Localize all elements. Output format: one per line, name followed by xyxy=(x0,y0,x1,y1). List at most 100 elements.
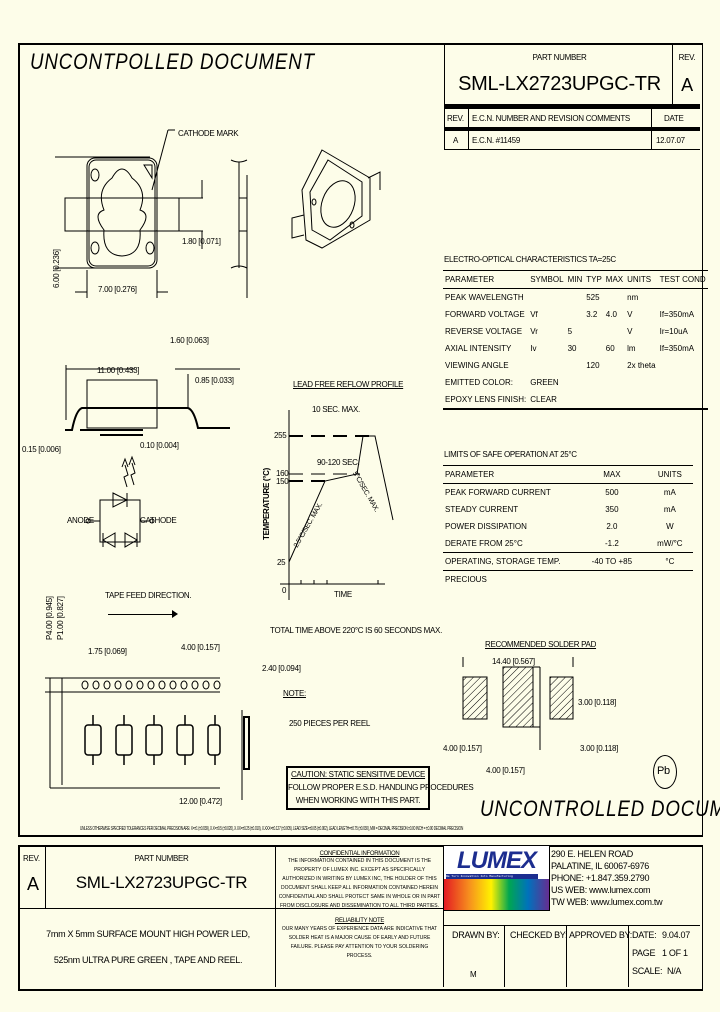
part-number-box: PART NUMBER SML-LX2723UPGC-TR xyxy=(444,43,673,105)
anode-label: ANODE xyxy=(67,516,94,525)
title-block xyxy=(18,845,703,991)
lumex-tagline: We Turn Innovation Into Manufacturing xyxy=(446,874,538,879)
cell: 5 xyxy=(567,327,573,336)
part-number: SML-LX2723UPGC-TR xyxy=(458,73,661,95)
tape-feed-label: TAPE FEED DIRECTION. xyxy=(105,591,192,600)
rev-col-header: REV. xyxy=(444,108,469,128)
address-line1: 290 E. HELEN ROAD xyxy=(551,849,633,859)
cell: Iv xyxy=(530,344,537,353)
cell: GREEN xyxy=(530,378,559,387)
cell: lm xyxy=(627,344,636,353)
cell xyxy=(604,323,625,340)
cell: PEAK FORWARD CURRENT xyxy=(445,488,551,497)
cell: Ir=10uA xyxy=(659,327,688,336)
cell: -1.2 xyxy=(604,539,619,548)
lumex-wordmark: LUMEX xyxy=(457,847,537,874)
y-tick-160: 160 xyxy=(276,469,289,478)
us-web-link[interactable]: US WEB: www.lumex.com xyxy=(551,885,651,895)
tape-p4: P4.00 [0.945] xyxy=(45,596,54,640)
cell: 525 xyxy=(586,293,600,302)
solder-pad-height: 3.00 [0.118] xyxy=(578,698,617,707)
cell: If=350mA xyxy=(659,310,695,319)
cell: DERATE FROM 25°C xyxy=(445,539,523,548)
eo-header: PARAMETER xyxy=(443,270,529,289)
pb-symbol: Pb xyxy=(657,765,670,777)
tw-web-link[interactable]: TW WEB: www.lumex.com.tw xyxy=(551,897,663,907)
cell: 350 xyxy=(605,505,619,514)
tape-dim-240: 2.40 [0.094] xyxy=(262,664,301,673)
drawn-by-value: M xyxy=(470,970,477,979)
watermark-top: UNCONTPOLLED DOCUMENT xyxy=(30,49,315,74)
eo-header: TEST COND xyxy=(657,270,708,289)
cathode-label: CATHODE xyxy=(140,516,177,525)
limits-footer: PRECIOUS xyxy=(445,575,487,584)
reflow-profile-chart xyxy=(280,410,394,600)
cell: EPOXY LENS FINISH: xyxy=(443,391,529,410)
cell: mA xyxy=(663,488,676,497)
tape-dim-1200: 12.00 [0.472] xyxy=(179,797,222,806)
dim-height: 6.00 [0.236] xyxy=(52,249,61,288)
ecn-col-header: E.C.N. NUMBER AND REVISION COMMENTS xyxy=(468,108,652,128)
eo-header: TYP xyxy=(584,270,604,289)
arrow-right-icon xyxy=(172,610,178,618)
rev-box: REV. A xyxy=(672,43,700,105)
x-axis-label: TIME xyxy=(334,590,352,599)
reliability-text: OUR MANY YEARS OF EXPERIENCE DATA ARE IN… xyxy=(281,926,438,959)
eo-header: MIN xyxy=(565,270,585,289)
description-line: 525nm ULTRA PURE GREEN , TAPE AND REEL. xyxy=(53,955,243,965)
description-box: 7mm X 5mm SURFACE MOUNT HIGH POWER LED, … xyxy=(20,908,276,987)
annot-10sec: 10 SEC. MAX. xyxy=(312,405,360,414)
watermark-bottom: UNCONTROLLED DOCUMENT xyxy=(480,796,720,821)
eo-header: UNITS xyxy=(625,270,658,289)
tape-p1: P1.00 [0.827] xyxy=(56,596,65,640)
checked-by-label: CHECKED BY: xyxy=(510,930,568,940)
page-label: PAGE xyxy=(632,948,656,958)
led-schematic-symbol xyxy=(85,455,155,548)
rev-cell: A xyxy=(453,136,459,145)
checked-by-box: CHECKED BY: xyxy=(504,925,568,987)
dim-lead-thickness: 0.15 [0.006] xyxy=(22,445,61,454)
eo-row: EPOXY LENS FINISH:CLEAR xyxy=(443,391,708,410)
date-cell: 12.07.07 xyxy=(656,136,685,145)
cell: CLEAR xyxy=(528,391,566,410)
date-col-header: DATE xyxy=(651,108,700,128)
reliability-title: RELIABILITY NOTE xyxy=(334,918,385,924)
tb-rev-label: REV. xyxy=(23,854,40,863)
limits-header: PARAMETER xyxy=(443,465,577,484)
y-axis-label: TEMPERATURE (°C) xyxy=(262,467,271,540)
ecn-row: E.C.N. #11459 xyxy=(468,130,652,150)
lead-free-pb-icon: Pb xyxy=(653,755,677,789)
drawing-frame xyxy=(18,43,703,837)
cell xyxy=(658,357,708,374)
eo-header: SYMBOL xyxy=(528,270,566,289)
cell: 30 xyxy=(567,344,577,353)
cell xyxy=(658,289,708,307)
date-page-scale-box: DATE: 9.04.07 PAGE 1 OF 1 SCALE: N/A xyxy=(628,925,700,987)
caution-line: FOLLOW PROPER E.S.D. HANDLING PROCEDURES xyxy=(288,783,474,792)
y-tick-255: 255 xyxy=(274,431,287,440)
cell: FORWARD VOLTAGE xyxy=(445,310,525,319)
address-line2: PALATINE, IL 60067-6976 xyxy=(551,861,649,871)
tolerance-note: UNLESS OTHERWISE SPECIFIED TOLERANCES PE… xyxy=(80,826,464,832)
eo-header: MAX xyxy=(603,270,626,289)
cell: Vr xyxy=(530,327,538,336)
description-line: 7mm X 5mm SURFACE MOUNT HIGH POWER LED, xyxy=(46,929,250,939)
lumex-logo: LUMEX We Turn Innovation Into Manufactur… xyxy=(443,845,550,911)
cathode-mark-label: CATHODE MARK xyxy=(178,129,239,138)
cell xyxy=(604,357,625,374)
drawn-by-box: DRAWN BY: M xyxy=(443,925,505,987)
cell: V xyxy=(627,310,633,319)
header-cell: REV. xyxy=(447,114,464,123)
dim-thickness: 1.60 [0.063] xyxy=(170,336,209,345)
cell: 60 xyxy=(605,344,615,353)
tape-dim-400: 4.00 [0.157] xyxy=(181,643,220,652)
solder-pad-total: 14.40 [0.567] xyxy=(492,657,535,666)
cell xyxy=(566,289,585,307)
cell xyxy=(528,289,565,307)
feed-arrow xyxy=(108,614,172,615)
rev-row: A xyxy=(444,130,469,150)
